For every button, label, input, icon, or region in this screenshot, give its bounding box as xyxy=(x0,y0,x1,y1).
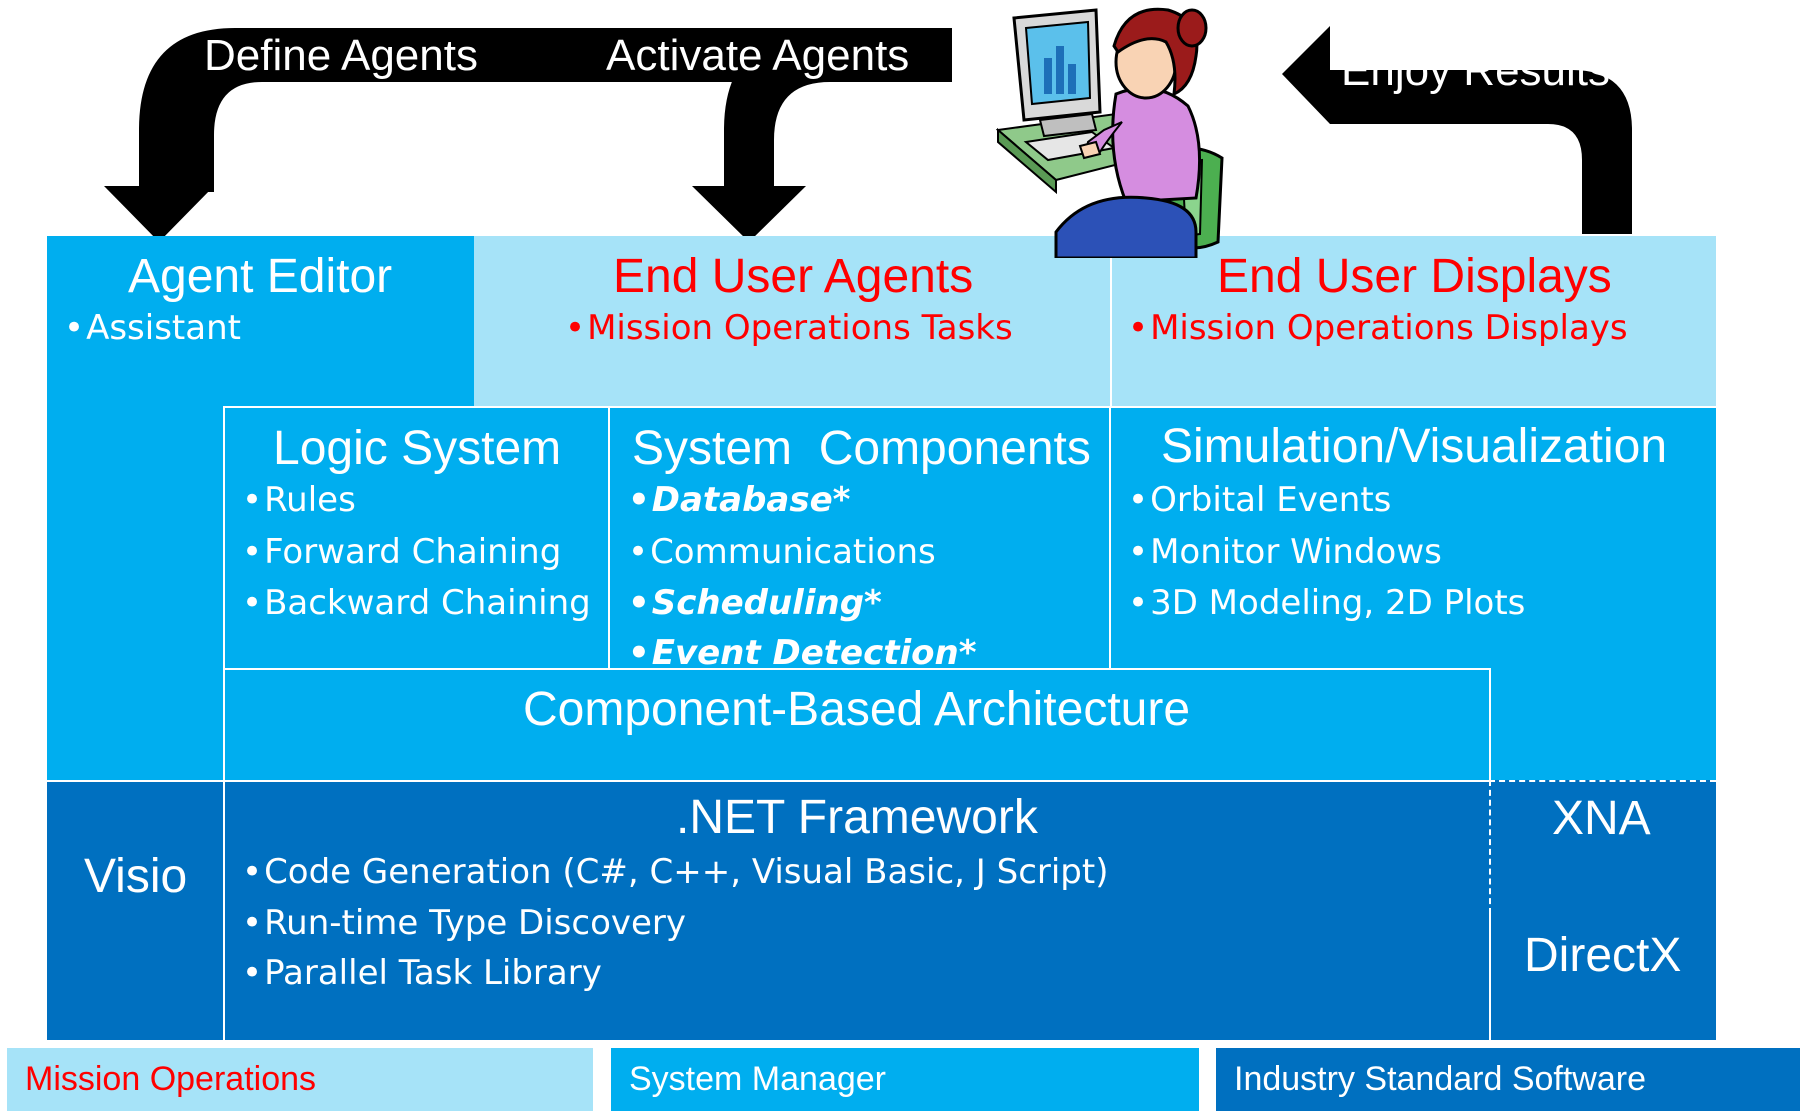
logic-system-title: Logic System xyxy=(273,422,562,475)
logic-system-block xyxy=(223,406,610,669)
agent-editor-title: Agent Editor xyxy=(128,250,393,303)
legend-industry-standard: Industry Standard Software xyxy=(1216,1048,1800,1111)
agent-editor-column xyxy=(47,404,223,780)
dotnet-block xyxy=(223,780,1491,1040)
activate-agents-label: Activate Agents xyxy=(606,31,910,80)
end-user-agents-item: •Mission Operations Tasks xyxy=(565,308,1013,348)
visio-title: Visio xyxy=(84,850,188,903)
end-user-agents-block xyxy=(474,236,1110,406)
xna-title: XNA xyxy=(1552,792,1651,845)
logic-system-item: •Rules xyxy=(242,480,356,520)
enjoy-results-label: Enjoy Results xyxy=(1341,46,1611,95)
enjoy-results-arrowhead xyxy=(1282,26,1330,124)
architecture-block xyxy=(223,668,1491,780)
dotnet-item: •Run-time Type Discovery xyxy=(242,903,687,943)
simulation-item: •Orbital Events xyxy=(1128,480,1392,520)
define-agents-label: Define Agents xyxy=(204,31,478,80)
system-components-item: •Communications xyxy=(628,532,936,572)
system-components-title: System Components xyxy=(632,422,1091,475)
define-agents-arrowhead xyxy=(104,186,214,242)
directx-title: DirectX xyxy=(1524,929,1682,982)
activate-agents-arrow xyxy=(724,28,830,192)
enjoy-results-arrow xyxy=(1330,70,1632,234)
end-user-displays-block xyxy=(1112,236,1716,406)
system-components-item: •Scheduling* xyxy=(628,583,882,623)
simulation-item: •3D Modeling, 2D Plots xyxy=(1128,583,1526,623)
architecture-title: Component-Based Architecture xyxy=(523,683,1191,736)
dotnet-item: •Code Generation (C#, C++, Visual Basic,… xyxy=(242,852,1109,892)
simulation-title: Simulation/Visualization xyxy=(1161,420,1668,473)
system-components-block xyxy=(610,406,1111,669)
system-components-item: •Event Detection* xyxy=(628,633,977,673)
logic-system-item: •Forward Chaining xyxy=(242,532,562,572)
user-at-computer-illustration xyxy=(996,7,1224,258)
agent-editor-block xyxy=(47,236,474,406)
directx-block xyxy=(1489,912,1716,1040)
end-user-agents-title: End User Agents xyxy=(613,250,974,303)
end-user-displays-title: End User Displays xyxy=(1217,250,1612,303)
activate-agents-arrowhead xyxy=(692,186,806,242)
visio-block xyxy=(47,780,224,1040)
xna-block xyxy=(1489,780,1716,914)
dotnet-title: .NET Framework xyxy=(676,791,1038,844)
legend-mission-operations: Mission Operations xyxy=(7,1048,593,1111)
simulation-item: •Monitor Windows xyxy=(1128,532,1442,572)
logic-system-item: •Backward Chaining xyxy=(242,583,591,623)
dotnet-item: •Parallel Task Library xyxy=(242,953,602,993)
legend-system-manager: System Manager xyxy=(611,1048,1199,1111)
system-components-item: •Database* xyxy=(628,480,851,520)
agent-editor-item: •Assistant xyxy=(64,308,241,348)
end-user-displays-item: •Mission Operations Displays xyxy=(1128,308,1628,348)
